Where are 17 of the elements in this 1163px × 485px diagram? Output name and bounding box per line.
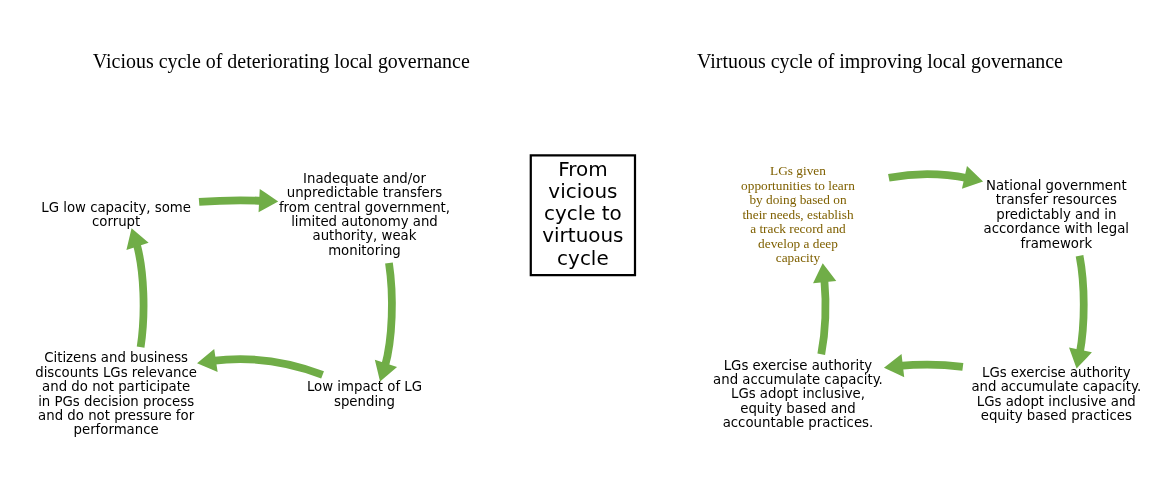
label: Virtuous cycle of improving local governance (697, 49, 1063, 72)
node-text: Citizens and business discounts LGs relevance and do not participate in PGs decision process and do not pressure for performance (35, 349, 198, 437)
node-text: National government transfer resources predictably and in accordance with legal framework (983, 177, 1130, 251)
arrow (813, 262, 837, 355)
node-box: From vicious cycle to virtuous cycle (529, 153, 637, 276)
label: Vicious cycle of deteriorating local governance (92, 49, 470, 72)
node-text: Inadequate and/or unpredictable transfers from central government, limited autonomy and authority, weak monitoring (278, 170, 451, 258)
arrow (198, 188, 279, 212)
node-text: LGs exercise authority and accumulate capacity. LGs adopt inclusive, equity based and accountable practices. (713, 357, 883, 430)
node-text: Low impact of LG spending (306, 378, 423, 409)
arrow (126, 227, 149, 348)
arrow (883, 353, 964, 377)
node-text: LG low capacity, some corrupt (41, 199, 191, 229)
node-text: LGs given opportunities to learn by doing based on their needs, establish a track record and develop a deep capacity (741, 162, 855, 265)
node-text: LGs exercise authority and accumulate capacity. LGs adopt inclusive and equity based practices (971, 364, 1142, 423)
arrow (197, 348, 324, 378)
arrow (1069, 254, 1092, 369)
